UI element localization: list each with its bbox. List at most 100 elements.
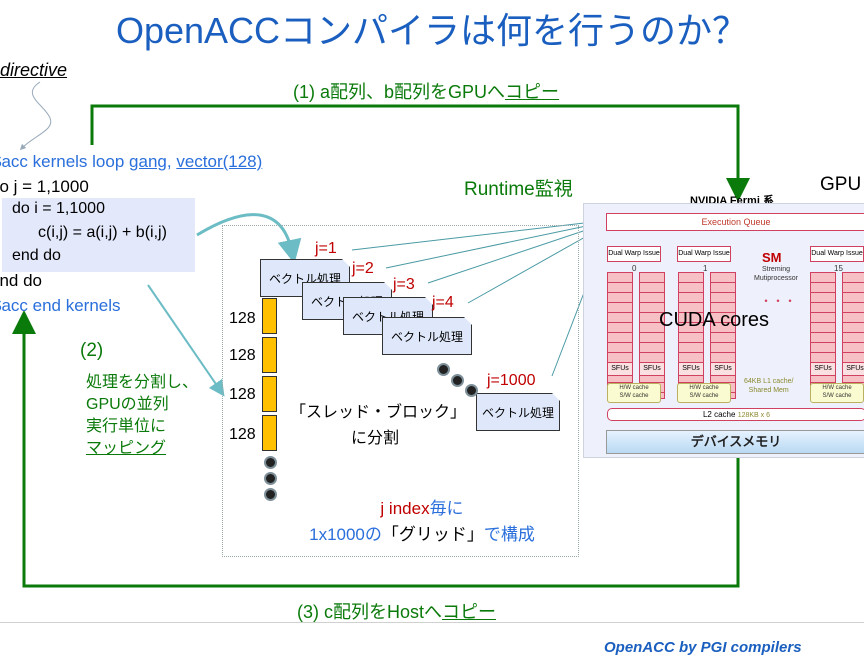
grid-caption-blue: 毎に: [429, 499, 464, 518]
ellipsis-dot: [465, 384, 478, 397]
cuda-core-column: [710, 272, 736, 399]
code-vector: vector(128): [176, 152, 263, 171]
cuda-core-column: [810, 272, 836, 399]
grid-caption-blue: 1x1000の: [309, 525, 382, 544]
step2-line: 実行単位に: [86, 418, 167, 435]
l2-size: 128KB x 6: [737, 412, 770, 419]
cuda-core-column: [607, 272, 633, 399]
code-line-assign: c(i,j) = a(i,j) + b(i,j): [38, 224, 167, 241]
cuda-core-column: [639, 272, 665, 399]
step1-label: (1) a配列、b配列をGPUへコピー: [293, 78, 559, 104]
thread-block-size: 128: [229, 347, 256, 364]
j-index-label: j=1: [315, 240, 337, 257]
j-index-label: j=1000: [487, 372, 536, 389]
thread-block-size: 128: [229, 386, 256, 403]
step2-description: 処理を分割し、 GPUの並列 実行単位に マッピング: [86, 372, 198, 460]
step2-line: マッピング: [86, 440, 167, 457]
sm-label: SM: [762, 250, 782, 265]
sm-ellipsis: ・・・: [760, 294, 797, 308]
code-line-end-do-outer: end do: [0, 271, 42, 290]
device-memory: デバイスメモリ: [606, 430, 864, 454]
thread-block: [262, 337, 277, 373]
sm-index: 15: [834, 264, 843, 273]
execution-queue: Execution Queue: [606, 213, 864, 231]
code-line-kernels: $acc kernels loop gang, vector(128): [0, 152, 262, 172]
sfu-unit: SFUs: [639, 362, 665, 376]
vector-block: ベクトル処理: [382, 317, 472, 355]
l1-cache-note: 64KB L1 cache/ Shared Mem: [744, 377, 793, 395]
step2-number: (2): [80, 340, 104, 361]
cache-line: S/W cache: [822, 393, 852, 399]
ellipsis-dot: [264, 472, 277, 485]
step1-copy-text: コピー: [505, 82, 560, 102]
sm-subtitle: Streming Mutiprocessor: [748, 265, 804, 283]
code-kernels-prefix: $acc kernels loop: [0, 152, 130, 171]
copy-to-host-arrow: [12, 310, 740, 588]
dual-warp-issue: Dual Warp Issue: [607, 246, 661, 262]
thread-block: [262, 415, 277, 451]
sm-index: 1: [703, 264, 708, 273]
ellipsis-dot: [264, 456, 277, 469]
grid-caption-blue: で構成: [483, 525, 535, 544]
page-title: OpenACCコンパイラは何を行うのか？: [115, 10, 749, 51]
step3-text: (3) c配列をHostへ: [297, 602, 443, 622]
footer-divider: [0, 622, 864, 623]
step1-text: (1) a配列、b配列をGPUへ: [293, 82, 506, 102]
grid-caption: j index毎に 1x1000の「グリッド」で構成: [282, 496, 562, 548]
ellipsis-dot: [451, 374, 464, 387]
step2-line: 処理を分割し、: [86, 374, 199, 391]
code-line-end-kernels: $acc end kernels: [0, 296, 121, 315]
sfu-unit: SFUs: [678, 362, 704, 376]
thread-block-size: 128: [229, 426, 256, 443]
cuda-core-column: [678, 272, 704, 399]
copy-to-gpu-arrow: [90, 104, 750, 202]
step2-line: GPUの並列: [86, 396, 169, 413]
l1-note-line: Shared Mem: [748, 387, 789, 394]
sfu-unit: SFUs: [842, 362, 864, 376]
ellipsis-dot: [437, 363, 450, 376]
sfu-unit: SFUs: [607, 362, 633, 376]
grid-caption-red: j index: [380, 499, 430, 518]
code-gang: gang: [129, 152, 167, 171]
mapping-arrow: [147, 284, 225, 397]
cache-line: S/W cache: [619, 393, 649, 399]
grid-caption-black: 「グリッド」: [381, 525, 484, 544]
thread-block: [262, 376, 277, 412]
l2-label: L2 cache: [702, 410, 736, 419]
code-line-do-i: do i = 1,1000: [12, 200, 105, 217]
gpu-label: GPU: [820, 174, 862, 195]
j-index-label: j=3: [393, 276, 415, 293]
code-sep: ,: [166, 152, 177, 171]
thread-block-caption: 「スレッド・ブロック」 に分割: [290, 400, 467, 452]
ellipsis-dot: [264, 488, 277, 501]
cache-line: H/W cache: [822, 385, 852, 391]
step3-copy-text: コピー: [442, 602, 497, 622]
code-line-do-j: do j = 1,1000: [0, 177, 89, 196]
l2-cache: L2 cache 128KB x 6: [607, 408, 864, 421]
sfu-unit: SFUs: [710, 362, 736, 376]
thread-block-size: 128: [229, 310, 256, 327]
thread-block: [262, 298, 277, 334]
sm-sub-line: Mutiprocessor: [754, 275, 798, 282]
sfu-unit: SFUs: [810, 362, 836, 376]
caption-line: に分割: [350, 430, 399, 447]
caption-line: 「スレッド・ブロック」: [290, 404, 467, 421]
code-line-end-do-inner: end do: [12, 247, 61, 264]
cache-line: H/W cache: [689, 385, 719, 391]
loop-to-vector-arrow: [196, 213, 302, 264]
cache-line: S/W cache: [689, 393, 719, 399]
runtime-label: Runtime監視: [464, 179, 573, 200]
cuda-cores-label: CUDA cores: [659, 309, 770, 331]
l1-note-line: 64KB L1 cache/: [744, 378, 794, 385]
j-index-label: j=2: [352, 260, 374, 277]
directive-text: directive: [0, 60, 68, 80]
sm-sub-line: Streming: [761, 266, 790, 273]
cache-line: H/W cache: [619, 385, 649, 391]
directive-label: directive: [0, 60, 67, 81]
step3-label: (3) c配列をHostへコピー: [297, 598, 496, 624]
directive-pointer: [19, 81, 52, 151]
grid-region: [222, 225, 579, 557]
